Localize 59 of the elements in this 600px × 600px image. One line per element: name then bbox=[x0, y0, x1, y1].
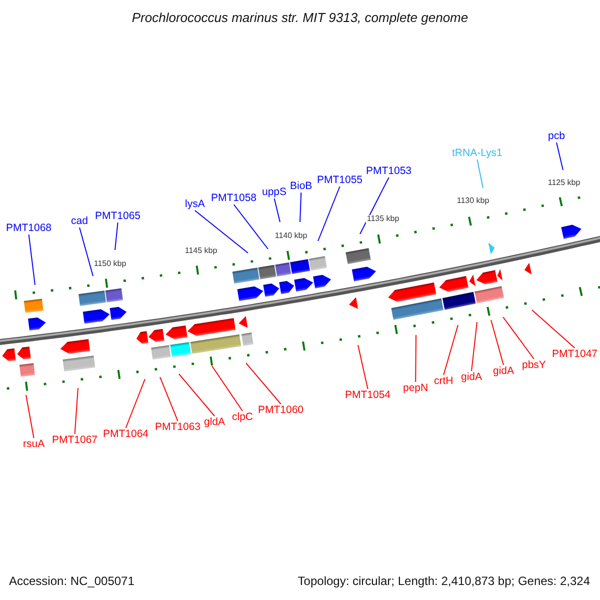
leader-line bbox=[415, 334, 416, 382]
leader-line bbox=[233, 204, 268, 250]
gene-label: gidA bbox=[493, 366, 514, 376]
leader-line bbox=[443, 324, 458, 376]
gene-label: pbsY bbox=[522, 360, 546, 370]
gene-label: PMT1068 bbox=[6, 223, 52, 234]
leader-line bbox=[28, 234, 36, 286]
gene-label: pcb bbox=[548, 131, 565, 142]
gene-label: PMT1064 bbox=[103, 429, 149, 440]
gene-label: PMT1063 bbox=[155, 422, 201, 432]
leader-line bbox=[471, 322, 478, 372]
scale-label: 1140 kbp bbox=[274, 232, 308, 240]
scale-label: 1150 kbp bbox=[92, 260, 128, 268]
gene-label: pepN bbox=[403, 383, 428, 394]
leader-line bbox=[125, 378, 146, 428]
leader-line bbox=[194, 210, 248, 254]
leader-line bbox=[26, 394, 34, 438]
gene-label: crtH bbox=[434, 376, 454, 386]
gene-label: uppS bbox=[262, 187, 287, 198]
gene-label: PMT1054 bbox=[345, 390, 391, 400]
gene-label: clpC bbox=[232, 412, 254, 422]
leader-line bbox=[358, 344, 368, 390]
gene-label: PMT1047 bbox=[552, 349, 598, 360]
genome-summary: Topology: circular; Length: 2,410,873 bp; Genes: 2,324 bbox=[298, 575, 590, 587]
gene-label: gidA bbox=[461, 372, 482, 382]
gene-label: rsuA bbox=[23, 439, 45, 450]
gene-label: PMT1055 bbox=[317, 175, 363, 186]
leader-line bbox=[274, 198, 280, 222]
gene-label: tRNA-Lys1 bbox=[452, 148, 502, 158]
gene-label: PMT1058 bbox=[211, 193, 257, 204]
leader-line bbox=[300, 192, 302, 222]
gene-label: cad bbox=[71, 216, 88, 226]
leader-line bbox=[476, 159, 484, 188]
leader-line bbox=[556, 142, 564, 170]
scale-label: 1125 kbp bbox=[546, 179, 582, 187]
gene-label: PMT1065 bbox=[95, 211, 141, 222]
leader-line bbox=[532, 310, 576, 348]
leader-line bbox=[178, 374, 215, 416]
leader-line bbox=[212, 366, 243, 412]
gene-label: PMT1060 bbox=[258, 405, 304, 416]
gene-label: gldA bbox=[204, 417, 226, 428]
leader-line bbox=[79, 227, 94, 276]
leader-line bbox=[502, 316, 534, 360]
leader-line bbox=[246, 362, 282, 404]
gene-label: lysA bbox=[185, 199, 205, 210]
leader-line bbox=[114, 222, 118, 250]
scale-label: 1135 kbp bbox=[366, 215, 400, 223]
scale-label: 1145 kbp bbox=[184, 247, 218, 255]
gene-label: PMT1053 bbox=[366, 166, 412, 176]
leader-line bbox=[74, 388, 78, 434]
map-title: Prochlorococcus marinus str. MIT 9313, complete genome bbox=[130, 11, 470, 24]
accession-note: Accession: NC_005071 bbox=[9, 575, 134, 587]
gene-label: BioB bbox=[290, 181, 312, 192]
gene-label: PMT1067 bbox=[52, 435, 98, 446]
leader-line bbox=[160, 376, 178, 422]
leader-line bbox=[360, 177, 390, 234]
leader-line bbox=[490, 320, 504, 366]
scale-label: 1130 kbp bbox=[456, 197, 490, 205]
leader-line bbox=[318, 186, 340, 242]
